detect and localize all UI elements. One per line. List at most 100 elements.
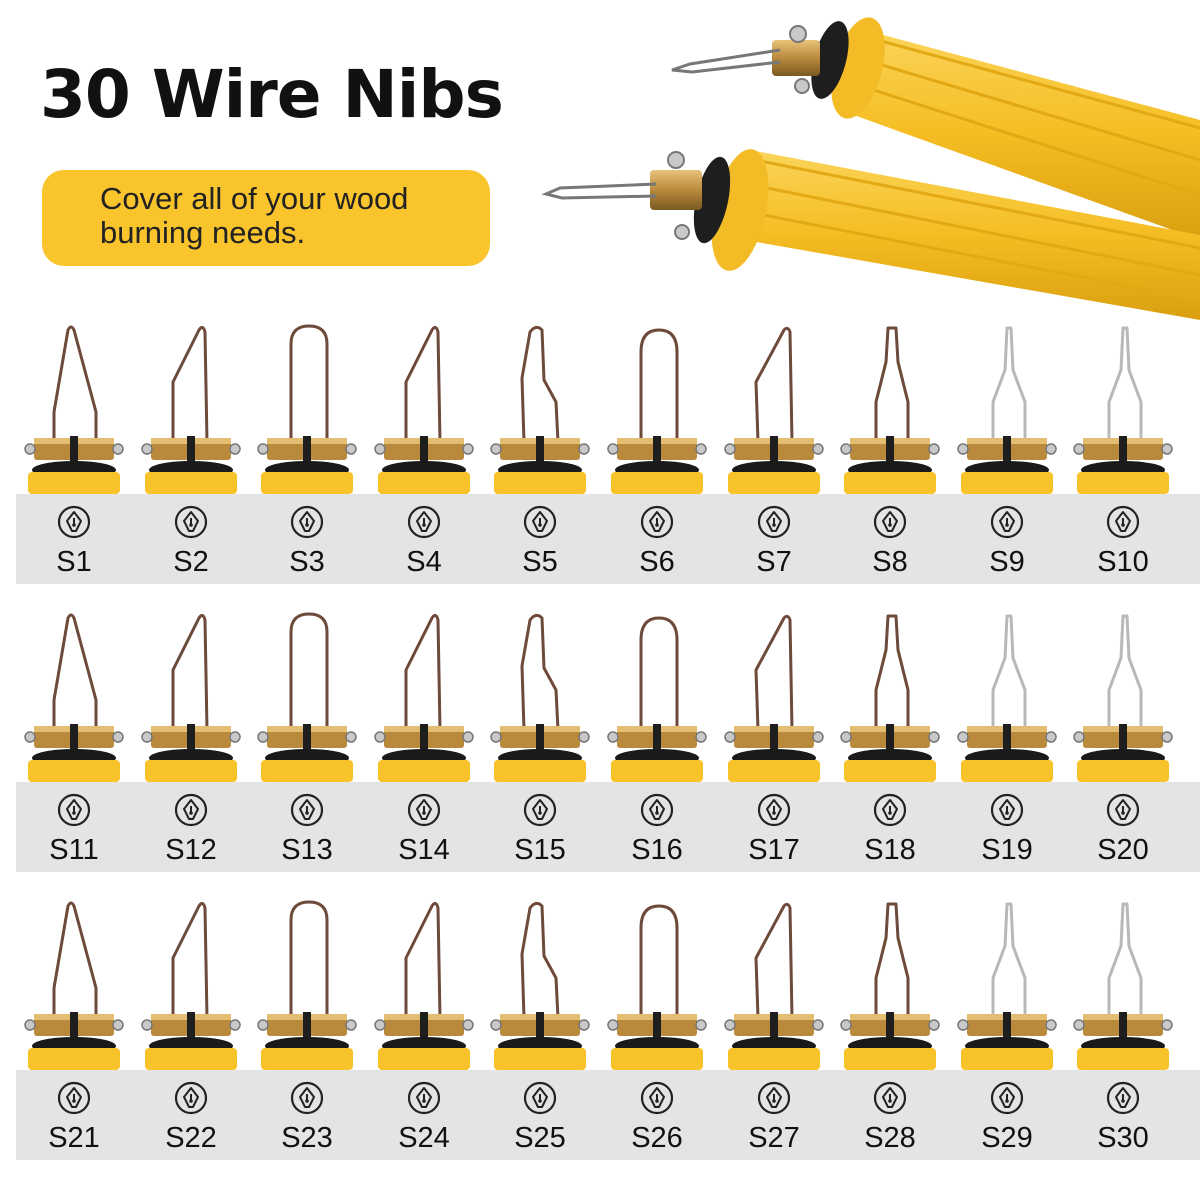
tagline-line-2: burning needs.: [100, 215, 306, 250]
wire-nib-image: [724, 326, 824, 494]
nib-label: S11: [49, 834, 99, 866]
nib-item: S1: [16, 322, 132, 584]
wire-nib-image: [607, 328, 707, 494]
nib-item: S30: [1065, 898, 1181, 1160]
nib-item: S25: [482, 898, 598, 1160]
nib-label: S29: [981, 1122, 1033, 1154]
wire-nib-image: [141, 613, 241, 782]
nib-label: S17: [748, 834, 800, 866]
pen-handles-image: [541, 17, 1200, 320]
pen-nib-icon: [57, 505, 91, 539]
nib-label: S12: [165, 834, 217, 866]
nib-item: S11: [16, 610, 132, 872]
wire-nib-image: [840, 326, 940, 494]
wire-nib-image: [724, 614, 824, 782]
pen-nib-icon: [290, 793, 324, 827]
pen-handle-upper: [671, 17, 1200, 240]
pen-nib-icon: [757, 505, 791, 539]
nib-item: S27: [716, 898, 832, 1160]
nib-label: S16: [631, 834, 683, 866]
nib-label: S19: [981, 834, 1033, 866]
pen-nib-icon: [523, 793, 557, 827]
pen-nib-icon: [873, 793, 907, 827]
pen-nib-icon: [523, 1081, 557, 1115]
nib-label: S15: [514, 834, 566, 866]
nib-item: S26: [599, 898, 715, 1160]
wire-nib-image: [24, 325, 124, 494]
nib-item: S5: [482, 322, 598, 584]
pen-nib-icon: [1106, 793, 1140, 827]
nib-label: S21: [48, 1122, 100, 1154]
nib-label: S13: [281, 834, 333, 866]
pen-nib-icon: [407, 793, 441, 827]
nib-label: S6: [639, 546, 675, 578]
nib-item: S12: [133, 610, 249, 872]
nib-label: S7: [756, 546, 792, 578]
wire-nib-image: [490, 325, 590, 494]
label-band: [16, 782, 1200, 872]
nib-item: S7: [716, 322, 832, 584]
pen-nib-icon: [407, 1081, 441, 1115]
page-title: 30 Wire Nibs: [40, 56, 504, 133]
nib-item: S4: [366, 322, 482, 584]
nib-label: S30: [1097, 1122, 1149, 1154]
wire-nib-image: [840, 902, 940, 1070]
nib-item: S21: [16, 898, 132, 1160]
nib-label: S14: [398, 834, 450, 866]
nib-label: S9: [989, 546, 1025, 578]
nib-item: S18: [832, 610, 948, 872]
nib-item: S29: [949, 898, 1065, 1160]
pen-nib-icon: [57, 793, 91, 827]
pen-nib-icon: [1106, 1081, 1140, 1115]
pen-nib-icon: [640, 793, 674, 827]
pen-nib-icon: [873, 505, 907, 539]
wire-nib-image: [374, 613, 474, 782]
nib-item: S22: [133, 898, 249, 1160]
wire-nib-image: [374, 901, 474, 1070]
wire-nib-image: [24, 613, 124, 782]
wire-nib-image: [957, 326, 1057, 494]
pen-nib-icon: [1106, 505, 1140, 539]
pen-nib-icon: [174, 1081, 208, 1115]
pen-nib-icon: [640, 1081, 674, 1115]
wire-nib-image: [957, 614, 1057, 782]
nib-label: S18: [864, 834, 916, 866]
nib-label: S24: [398, 1122, 450, 1154]
nib-label: S23: [281, 1122, 333, 1154]
wire-nib-image: [257, 612, 357, 782]
pen-nib-icon: [174, 505, 208, 539]
wire-nib-image: [1073, 614, 1173, 782]
nib-label: S20: [1097, 834, 1149, 866]
tagline-line-1: Cover all of your wood: [100, 181, 409, 216]
pen-nib-icon: [523, 505, 557, 539]
wire-nib-image: [24, 901, 124, 1070]
wire-nib-image: [257, 900, 357, 1070]
pen-nib-icon: [290, 505, 324, 539]
nib-label: S25: [514, 1122, 566, 1154]
label-band: [16, 1070, 1200, 1160]
pen-nib-icon: [757, 1081, 791, 1115]
pen-nib-icon: [57, 1081, 91, 1115]
nib-item: S20: [1065, 610, 1181, 872]
nib-item: S8: [832, 322, 948, 584]
wire-nib-image: [141, 325, 241, 494]
pen-nib-icon: [174, 793, 208, 827]
tagline-callout: Cover all of your wood burning needs.: [42, 170, 490, 266]
wire-nib-image: [257, 324, 357, 494]
wire-nib-image: [607, 616, 707, 782]
nib-label: S10: [1097, 546, 1149, 578]
pen-nib-icon: [873, 1081, 907, 1115]
nib-label: S26: [631, 1122, 683, 1154]
wire-nib-image: [1073, 326, 1173, 494]
nib-label: S28: [864, 1122, 916, 1154]
nib-item: S28: [832, 898, 948, 1160]
nib-row: S11 S12 S13 S14 S15 S16 S17 S18 S19 S20: [0, 610, 1200, 880]
wire-nib-image: [607, 904, 707, 1070]
wire-nib-image: [957, 902, 1057, 1070]
wire-nib-image: [490, 901, 590, 1070]
nib-label: S3: [289, 546, 325, 578]
wire-nib-image: [374, 325, 474, 494]
nib-item: S9: [949, 322, 1065, 584]
